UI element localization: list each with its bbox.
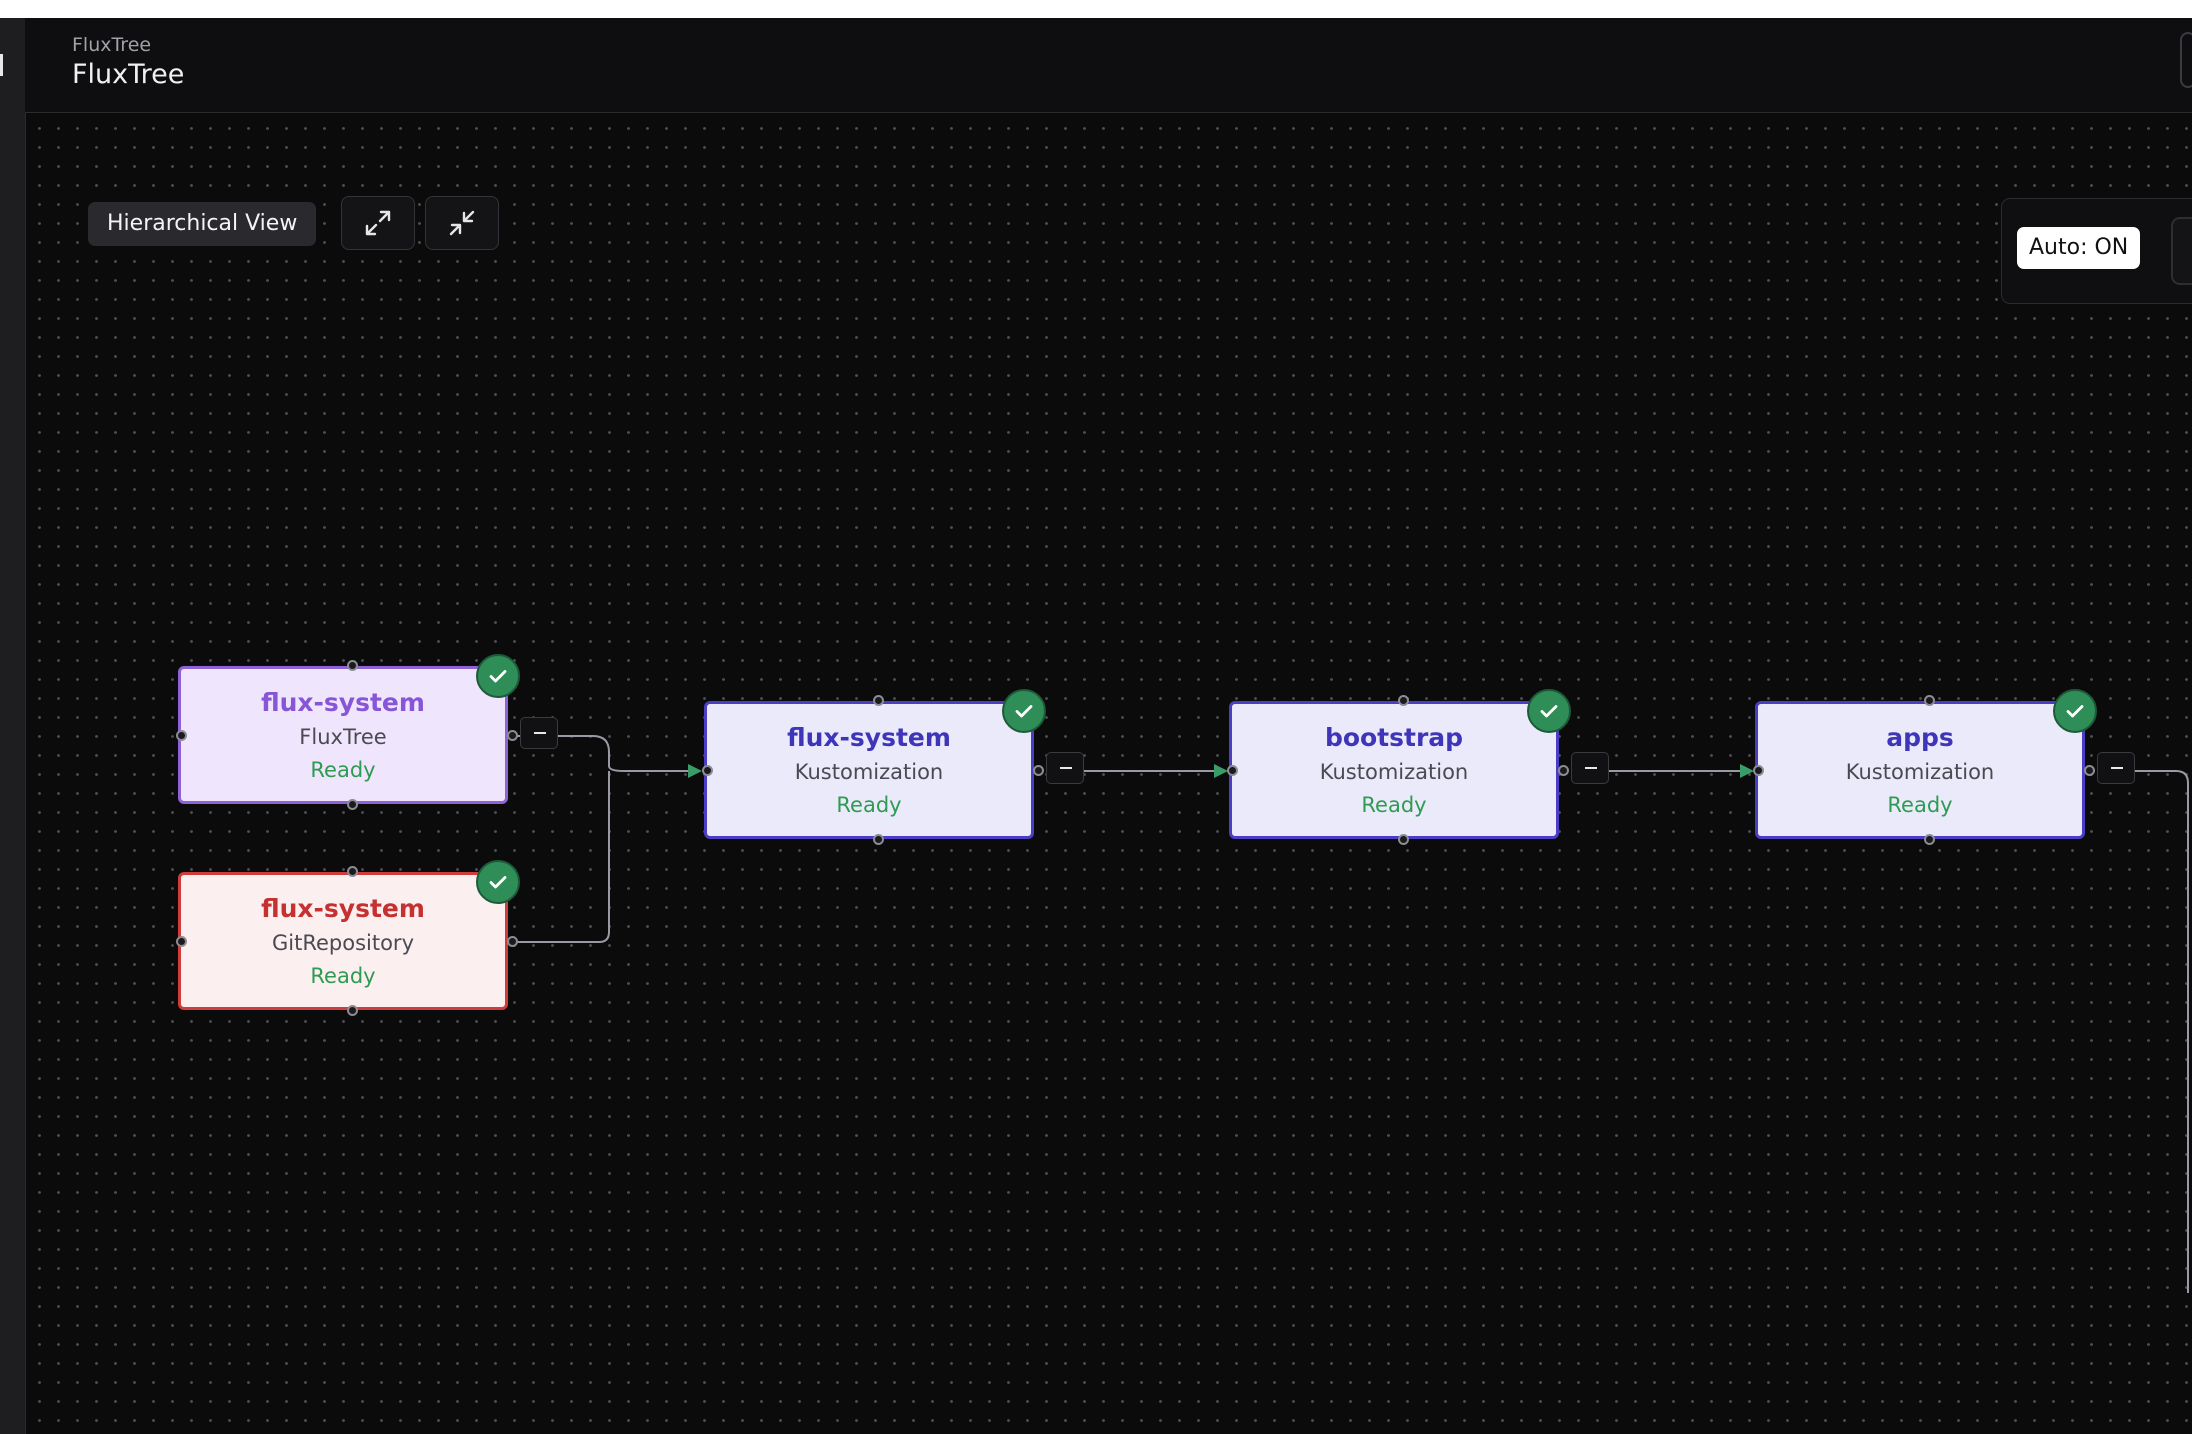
node-handle-top[interactable] bbox=[347, 866, 358, 877]
node-handle-bottom[interactable] bbox=[1398, 834, 1409, 845]
view-mode-label[interactable]: Hierarchical View bbox=[88, 202, 317, 246]
node-handle-top[interactable] bbox=[347, 660, 358, 671]
node-bootstrap-kustomization[interactable]: bootstrap Kustomization Ready bbox=[1229, 689, 1571, 839]
node-flux-system-gitrepository[interactable]: flux-system GitRepository Ready bbox=[178, 860, 520, 1010]
node-status: Ready bbox=[1887, 793, 1953, 817]
collapse-icon bbox=[449, 210, 475, 236]
collapse-node-button[interactable] bbox=[1571, 752, 1609, 784]
control-panel: Auto: ON bbox=[2001, 198, 2192, 304]
node-handle-right[interactable] bbox=[507, 730, 518, 741]
node-handle-bottom[interactable] bbox=[347, 799, 358, 810]
ready-check-icon bbox=[2053, 689, 2097, 733]
node-handle-top[interactable] bbox=[1398, 695, 1409, 706]
collapse-node-button[interactable] bbox=[520, 717, 558, 749]
node-flux-system-kustomization[interactable]: flux-system Kustomization Ready bbox=[704, 689, 1046, 839]
panel-action-button[interactable] bbox=[2171, 217, 2192, 285]
node-handle-right[interactable] bbox=[1558, 765, 1569, 776]
node-handle-right[interactable] bbox=[2084, 765, 2095, 776]
node-kind: GitRepository bbox=[271, 931, 414, 955]
node-handle-left[interactable] bbox=[1753, 765, 1764, 776]
expand-all-button[interactable] bbox=[341, 196, 415, 250]
node-handle-top[interactable] bbox=[1924, 695, 1935, 706]
node-kind: Kustomization bbox=[1319, 760, 1469, 784]
fluxtree-app: FluxTree FluxTree Hierarchical View Auto… bbox=[0, 18, 2192, 1434]
node-handle-bottom[interactable] bbox=[347, 1005, 358, 1016]
node-status: Ready bbox=[310, 758, 376, 782]
node-apps-kustomization[interactable]: apps Kustomization Ready bbox=[1755, 689, 2097, 839]
node-name: flux-system bbox=[787, 723, 951, 752]
collapse-all-button[interactable] bbox=[425, 196, 499, 250]
node-status: Ready bbox=[836, 793, 902, 817]
node-handle-right[interactable] bbox=[1033, 765, 1044, 776]
page-title: FluxTree bbox=[72, 59, 185, 90]
node-name: bootstrap bbox=[1324, 723, 1464, 752]
graph-canvas[interactable]: Hierarchical View Auto: ON bbox=[26, 113, 2192, 1434]
edges-layer bbox=[512, 735, 2189, 1293]
node-status: Ready bbox=[1361, 793, 1427, 817]
node-name: apps bbox=[1886, 723, 1954, 752]
node-name: flux-system bbox=[261, 688, 425, 717]
page-header: FluxTree FluxTree bbox=[25, 18, 2192, 113]
edge-fluxtree-to-kustomization bbox=[512, 735, 702, 778]
node-handle-bottom[interactable] bbox=[1924, 834, 1935, 845]
collapse-node-button[interactable] bbox=[1046, 752, 1084, 784]
node-handle-top[interactable] bbox=[873, 695, 884, 706]
ready-check-icon bbox=[1002, 689, 1046, 733]
node-handle-left[interactable] bbox=[176, 730, 187, 741]
sidebar-toggle-handle[interactable] bbox=[0, 54, 3, 76]
node-kind: Kustomization bbox=[794, 760, 944, 784]
node-name: flux-system bbox=[261, 894, 425, 923]
node-handle-left[interactable] bbox=[176, 936, 187, 947]
node-flux-system-fluxtree[interactable]: flux-system FluxTree Ready bbox=[178, 654, 520, 804]
header-action-button[interactable] bbox=[2180, 32, 2192, 88]
ready-check-icon bbox=[476, 654, 520, 698]
node-handle-left[interactable] bbox=[702, 765, 713, 776]
node-status: Ready bbox=[310, 964, 376, 988]
node-handle-right[interactable] bbox=[507, 936, 518, 947]
edge-apps-outgoing bbox=[2124, 770, 2189, 1293]
breadcrumb[interactable]: FluxTree bbox=[72, 34, 152, 56]
node-handle-left[interactable] bbox=[1227, 765, 1238, 776]
expand-icon bbox=[365, 210, 391, 236]
collapse-node-button[interactable] bbox=[2097, 752, 2135, 784]
auto-layout-toggle[interactable]: Auto: ON bbox=[2017, 227, 2141, 269]
ready-check-icon bbox=[476, 860, 520, 904]
node-kind: Kustomization bbox=[1845, 760, 1995, 784]
node-handle-bottom[interactable] bbox=[873, 834, 884, 845]
node-kind: FluxTree bbox=[299, 725, 387, 749]
left-sidebar-rail[interactable] bbox=[0, 18, 26, 1434]
ready-check-icon bbox=[1527, 689, 1571, 733]
edge-gitrepository-to-kustomization bbox=[512, 771, 610, 943]
